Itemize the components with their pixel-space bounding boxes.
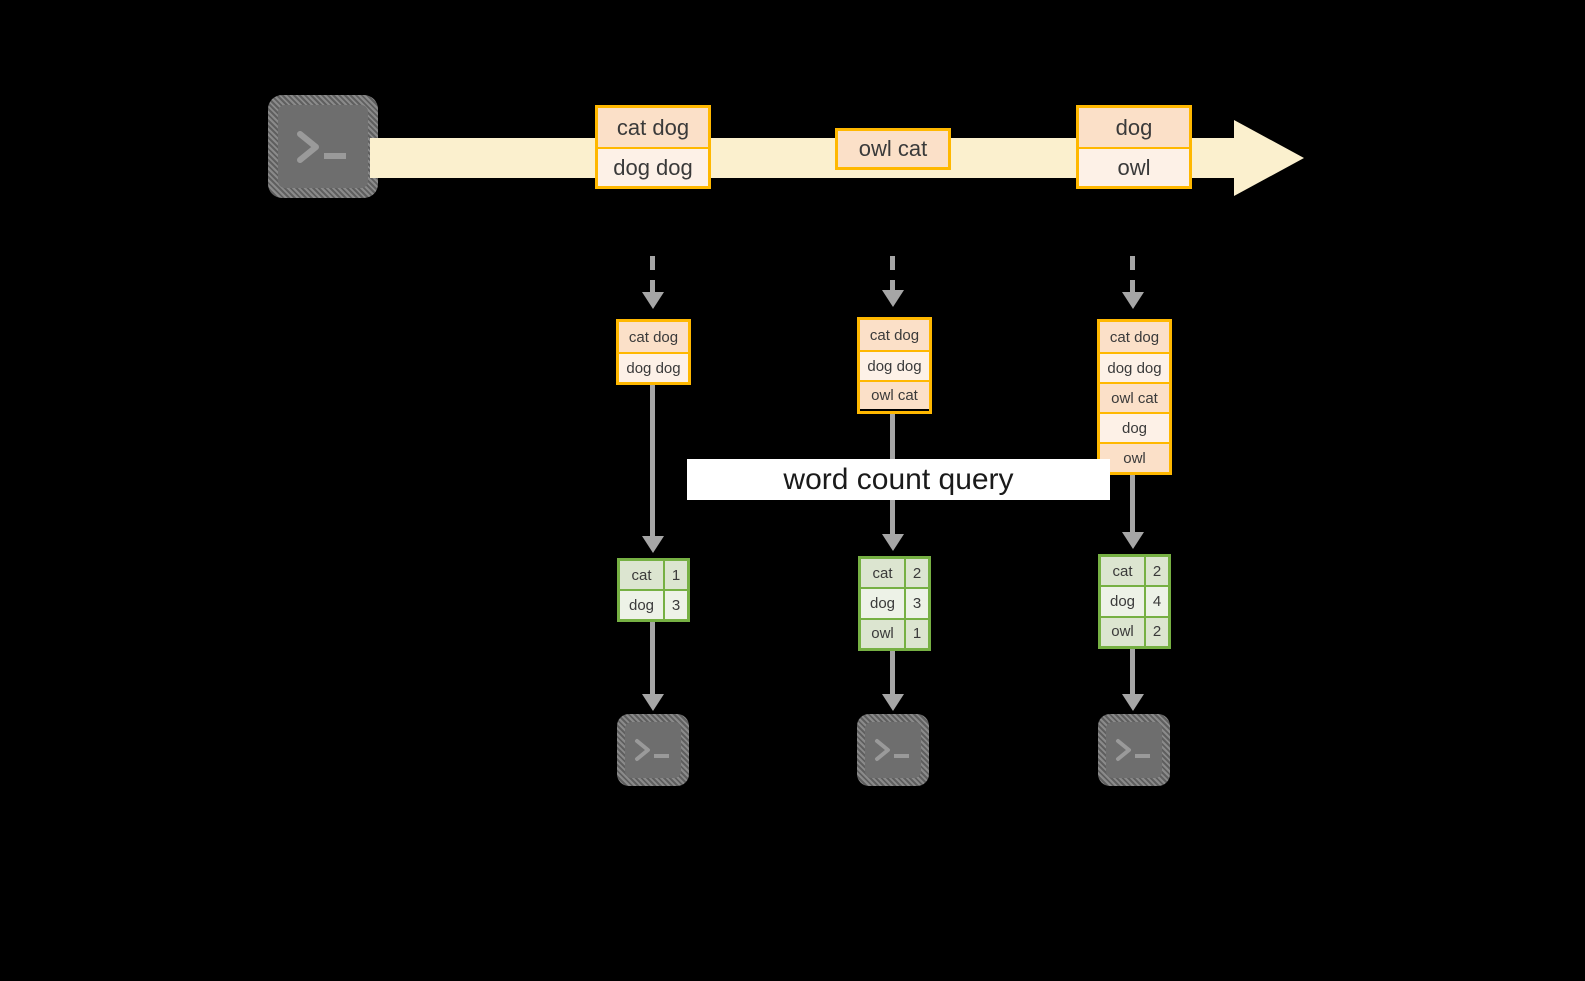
materialize-arrow-line xyxy=(1130,256,1135,292)
snapshot-row: cat dog xyxy=(1100,322,1169,352)
table-row: dog 4 xyxy=(1101,585,1168,616)
table-row: dog 3 xyxy=(620,589,687,619)
table-row: owl 2 xyxy=(1101,615,1168,646)
prompt-glyph-icon xyxy=(1116,739,1150,761)
materialize-arrow-head-icon xyxy=(642,292,664,309)
snapshot-table-1: cat dog dog dog xyxy=(616,319,691,385)
word-cell: owl xyxy=(1101,617,1146,646)
result-table-2: cat 2 dog 3 owl 1 xyxy=(858,556,931,651)
stream-record: cat dog xyxy=(598,108,708,147)
snapshot-row: cat dog xyxy=(860,320,929,350)
word-cell: owl xyxy=(861,619,906,648)
table-row: cat 1 xyxy=(620,561,687,589)
count-cell: 2 xyxy=(1146,557,1168,586)
terminal-screen xyxy=(278,105,368,188)
output-arrow-head-icon xyxy=(882,694,904,711)
query-arrow-line xyxy=(650,385,655,536)
terminal-screen xyxy=(865,722,921,778)
count-cell: 1 xyxy=(906,619,928,648)
materialize-arrow-line xyxy=(890,256,895,290)
word-cell: dog xyxy=(861,589,906,618)
query-label: word count query xyxy=(687,459,1110,500)
result-table-3: cat 2 dog 4 owl 2 xyxy=(1098,554,1171,649)
count-cell: 2 xyxy=(1146,617,1168,646)
stream-record: owl cat xyxy=(838,131,948,167)
snapshot-row: cat dog xyxy=(619,322,688,352)
snapshot-row: dog dog xyxy=(860,350,929,380)
query-arrow-head-icon xyxy=(882,534,904,551)
word-cell: cat xyxy=(861,559,906,588)
table-row: cat 2 xyxy=(1101,557,1168,586)
word-cell: cat xyxy=(1101,557,1146,586)
query-arrow-head-icon xyxy=(642,536,664,553)
word-cell: cat xyxy=(620,561,665,589)
count-cell: 2 xyxy=(906,559,928,588)
count-cell: 3 xyxy=(906,589,928,618)
result-table-1: cat 1 dog 3 xyxy=(617,558,690,622)
prompt-glyph-icon xyxy=(297,130,346,163)
snapshot-row: owl cat xyxy=(1100,382,1169,412)
count-cell: 3 xyxy=(665,591,687,619)
output-arrow-head-icon xyxy=(642,694,664,711)
snapshot-row: dog xyxy=(1100,412,1169,442)
query-arrow-line xyxy=(1130,475,1135,532)
stream-record: dog xyxy=(1079,108,1189,147)
snapshot-table-3: cat dog dog dog owl cat dog owl xyxy=(1097,319,1172,475)
stream-group-2: owl cat xyxy=(835,128,951,170)
word-cell: dog xyxy=(1101,587,1146,616)
count-cell: 1 xyxy=(665,561,687,589)
stream-record: owl xyxy=(1079,147,1189,186)
stream-group-1: cat dog dog dog xyxy=(595,105,711,189)
materialize-arrow-head-icon xyxy=(882,290,904,307)
materialize-arrow-line xyxy=(650,256,655,292)
stream-arrowhead-icon xyxy=(1234,120,1304,196)
table-row: owl 1 xyxy=(861,617,928,648)
query-arrow-head-icon xyxy=(1122,532,1144,549)
table-row: dog 3 xyxy=(861,587,928,618)
consumer-terminal-icon-1 xyxy=(617,714,689,786)
output-arrow-line xyxy=(890,651,895,694)
output-arrow-line xyxy=(1130,649,1135,694)
snapshot-row: dog dog xyxy=(619,352,688,382)
terminal-screen xyxy=(625,722,681,778)
snapshot-table-2: cat dog dog dog owl cat xyxy=(857,317,932,414)
stream-group-3: dog owl xyxy=(1076,105,1192,189)
snapshot-row: owl xyxy=(1100,442,1169,472)
terminal-screen xyxy=(1106,722,1162,778)
word-cell: dog xyxy=(620,591,665,619)
producer-terminal-icon xyxy=(268,95,378,198)
prompt-glyph-icon xyxy=(875,739,909,761)
snapshot-row: owl cat xyxy=(860,380,929,409)
count-cell: 4 xyxy=(1146,587,1168,616)
consumer-terminal-icon-3 xyxy=(1098,714,1170,786)
stream-record: dog dog xyxy=(598,147,708,186)
consumer-terminal-icon-2 xyxy=(857,714,929,786)
prompt-glyph-icon xyxy=(635,739,669,761)
output-arrow-line xyxy=(650,622,655,694)
table-row: cat 2 xyxy=(861,559,928,588)
output-arrow-head-icon xyxy=(1122,694,1144,711)
materialize-arrow-head-icon xyxy=(1122,292,1144,309)
snapshot-row: dog dog xyxy=(1100,352,1169,382)
